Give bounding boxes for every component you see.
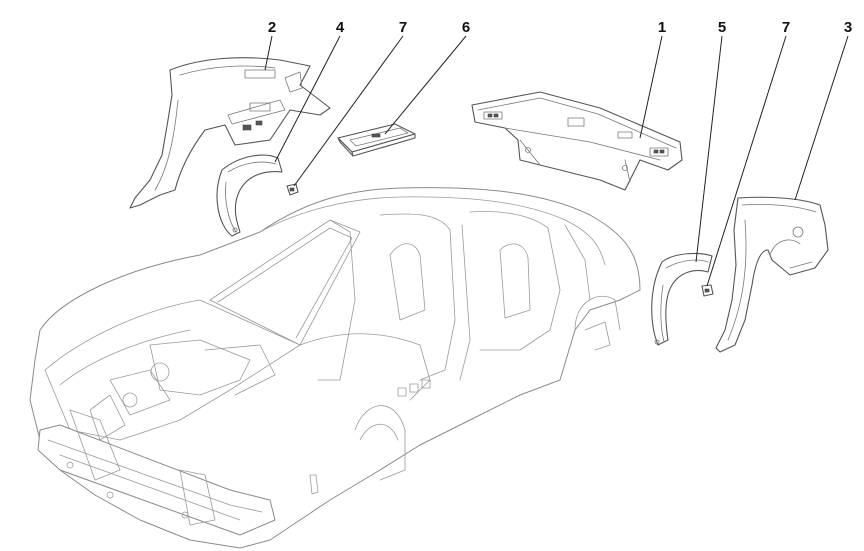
- part-fastener-clip-right: [701, 284, 714, 297]
- car-body-shell: [29, 187, 641, 549]
- callout-5: 5: [718, 19, 726, 36]
- leader-4: [274, 35, 341, 163]
- leader-7-right: [706, 35, 787, 287]
- part-fastener-clip-left: [286, 183, 299, 196]
- leader-3: [794, 35, 849, 201]
- leader-6: [384, 35, 467, 135]
- leader-1: [639, 35, 663, 139]
- callout-7-right: 7: [782, 19, 790, 36]
- callout-7-left: 7: [399, 19, 407, 36]
- callout-labels: 2 4 7 6 1 5 7 3: [268, 19, 852, 36]
- callout-2: 2: [268, 19, 276, 36]
- leader-7-left: [293, 35, 404, 187]
- leader-2: [264, 35, 273, 71]
- callout-6: 6: [462, 19, 470, 36]
- leader-lines: [264, 35, 849, 287]
- leader-5: [695, 35, 723, 263]
- part-rear-crossmember: [471, 91, 683, 191]
- part-bracket-plate: [337, 123, 416, 157]
- callout-4: 4: [336, 19, 345, 36]
- part-rear-quarter-panel-right: [715, 196, 829, 353]
- callout-3: 3: [844, 19, 852, 36]
- part-wheelhouse-liner-left: [216, 154, 283, 237]
- part-wheelhouse-liner-right: [651, 252, 713, 346]
- callout-1: 1: [658, 19, 666, 36]
